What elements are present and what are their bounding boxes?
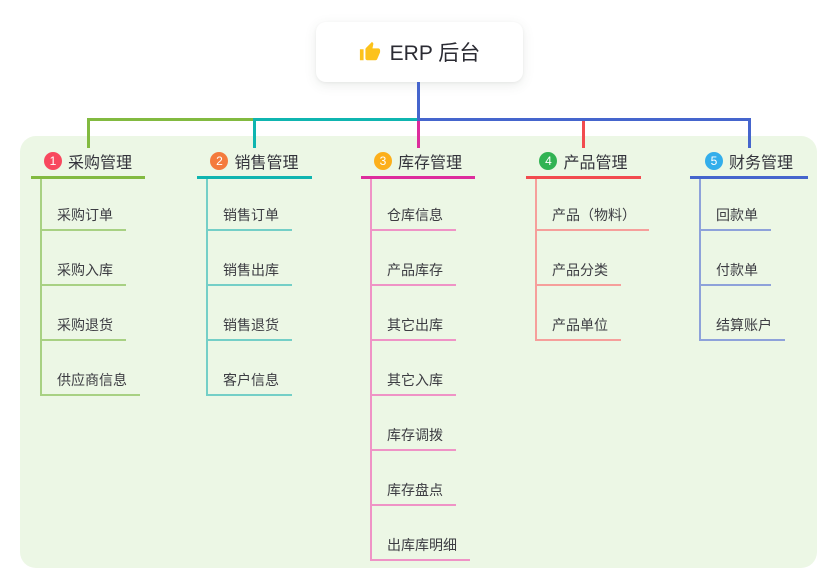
mindmap-child-node[interactable]: 供应商信息 <box>40 361 140 396</box>
mindmap-child-node[interactable]: 销售退货 <box>206 306 292 341</box>
branch-number-badge: 3 <box>373 152 392 170</box>
mindmap-child-node[interactable]: 采购订单 <box>40 196 126 231</box>
mindmap-child-node[interactable]: 其它入库 <box>370 361 456 396</box>
connector-branch-1-drop <box>86 118 90 148</box>
mindmap-child-node[interactable]: 其它出库 <box>370 306 456 341</box>
branch-node-2[interactable]: 2 销售管理 <box>197 146 312 179</box>
mindmap-child-node[interactable]: 产品单位 <box>535 306 621 341</box>
mindmap-child-node[interactable]: 库存调拨 <box>370 416 456 451</box>
mindmap-child-node[interactable]: 库存盘点 <box>370 471 456 506</box>
branch-node-5[interactable]: 5 财务管理 <box>690 146 808 179</box>
branch-number-badge: 1 <box>43 152 62 170</box>
branch-children-line <box>206 179 208 396</box>
mindmap-child-node[interactable]: 采购退货 <box>40 306 126 341</box>
branch-node-label: 财务管理 <box>728 155 793 172</box>
mindmap-child-node[interactable]: 销售出库 <box>206 251 292 286</box>
branch-node-label: 库存管理 <box>397 155 462 172</box>
root-node-label: ERP 后台 <box>389 42 481 65</box>
root-node[interactable]: ERP 后台 <box>316 22 523 82</box>
branch-number-badge: 5 <box>704 152 723 170</box>
branch-children-line <box>699 179 701 341</box>
branch-node-1[interactable]: 1 采购管理 <box>31 146 145 179</box>
mindmap-child-node[interactable]: 产品库存 <box>370 251 456 286</box>
thumbs-up-icon <box>359 41 381 63</box>
branch-children-line <box>535 179 537 341</box>
mindmap-child-node[interactable]: 付款单 <box>699 251 771 286</box>
mindmap-child-node[interactable]: 销售订单 <box>206 196 292 231</box>
branch-number-badge: 4 <box>539 152 558 170</box>
branch-children-line <box>370 179 372 561</box>
connector-branch-5-drop <box>747 118 751 148</box>
mindmap-child-node[interactable]: 客户信息 <box>206 361 292 396</box>
connector-root-line <box>416 82 420 119</box>
branch-node-label: 销售管理 <box>234 155 299 172</box>
mindmap-child-node[interactable]: 出库库明细 <box>370 526 470 561</box>
mindmap-child-node[interactable]: 结算账户 <box>699 306 785 341</box>
branch-node-label: 采购管理 <box>67 155 132 172</box>
branch-number-badge: 2 <box>210 152 229 170</box>
connector-branch-5-line <box>416 118 751 121</box>
mindmap-child-node[interactable]: 产品（物料） <box>535 196 649 231</box>
branch-node-label: 产品管理 <box>563 155 628 172</box>
connector-branch-3-drop <box>416 121 420 148</box>
mindmap-child-node[interactable]: 产品分类 <box>535 251 621 286</box>
mindmap-child-node[interactable]: 回款单 <box>699 196 771 231</box>
mindmap-canvas-panel <box>20 136 817 568</box>
mindmap-child-node[interactable]: 采购入库 <box>40 251 126 286</box>
mindmap-child-node[interactable]: 仓库信息 <box>370 196 456 231</box>
branch-node-4[interactable]: 4 产品管理 <box>526 146 641 179</box>
connector-branch-2-line <box>253 118 420 121</box>
branch-node-3[interactable]: 3 库存管理 <box>361 146 475 179</box>
branch-children-line <box>40 179 42 396</box>
connector-branch-4-drop <box>582 121 585 148</box>
connector-branch-2-drop <box>253 118 256 148</box>
